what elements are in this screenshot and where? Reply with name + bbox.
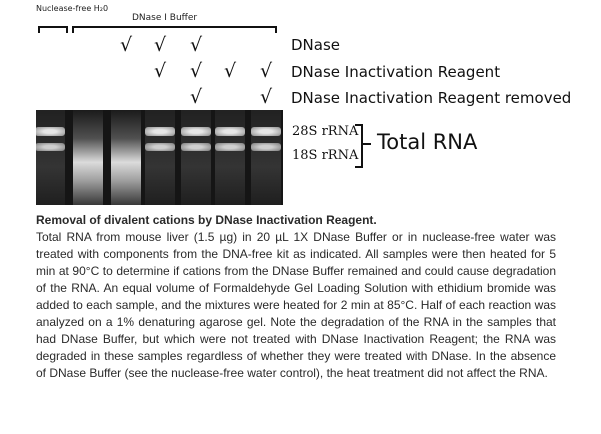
band-28s <box>181 127 211 136</box>
row-label-inactivation-reagent: DNase Inactivation Reagent <box>291 63 501 81</box>
nuclease-free-bracket <box>38 26 68 33</box>
check-icon: √ <box>259 86 273 108</box>
band-18s <box>215 143 245 151</box>
nuclease-free-label: Nuclease-free H₂0 <box>36 4 109 13</box>
check-icon: √ <box>189 34 203 56</box>
caption-body: Total RNA from mouse liver (1.5 µg) in 2… <box>36 230 556 380</box>
gel-figure: Nuclease-free H₂0 DNase I Buffer √ √ √ √ √ √ √… <box>0 0 601 210</box>
dnase-buffer-bracket <box>72 26 277 33</box>
label-28s-rrna: 28S rRNA <box>292 124 359 139</box>
gel-lane-degraded <box>111 110 141 205</box>
caption-title: Removal of divalent cations by DNase Ina… <box>36 213 377 227</box>
row-label-reagent-removed: DNase Inactivation Reagent removed <box>291 89 572 107</box>
check-icon: √ <box>153 60 167 82</box>
gel-lane <box>181 110 211 205</box>
label-18s-rrna: 18S rRNA <box>292 148 359 163</box>
gel-lane <box>251 110 281 205</box>
gel-image <box>36 110 283 205</box>
gel-lane-degraded <box>73 110 103 205</box>
check-icon: √ <box>119 34 133 56</box>
dnase-buffer-label: DNase I Buffer <box>132 13 198 23</box>
figure-caption: Removal of divalent cations by DNase Ina… <box>36 212 556 382</box>
band-28s <box>251 127 281 136</box>
gel-lane <box>215 110 245 205</box>
total-rna-label: Total RNA <box>377 130 478 154</box>
rrna-brace <box>355 124 371 168</box>
band-28s <box>145 127 175 136</box>
band-18s <box>145 143 175 151</box>
band-18s <box>181 143 211 151</box>
check-icon: √ <box>259 60 273 82</box>
row-label-dnase: DNase <box>291 36 341 54</box>
gel-lane <box>36 110 65 205</box>
gel-lane <box>145 110 175 205</box>
check-icon: √ <box>189 60 203 82</box>
band-28s <box>36 127 65 136</box>
band-18s <box>251 143 281 151</box>
check-icon: √ <box>153 34 167 56</box>
band-28s <box>215 127 245 136</box>
check-icon: √ <box>223 60 237 82</box>
check-icon: √ <box>189 86 203 108</box>
band-18s <box>36 143 65 151</box>
